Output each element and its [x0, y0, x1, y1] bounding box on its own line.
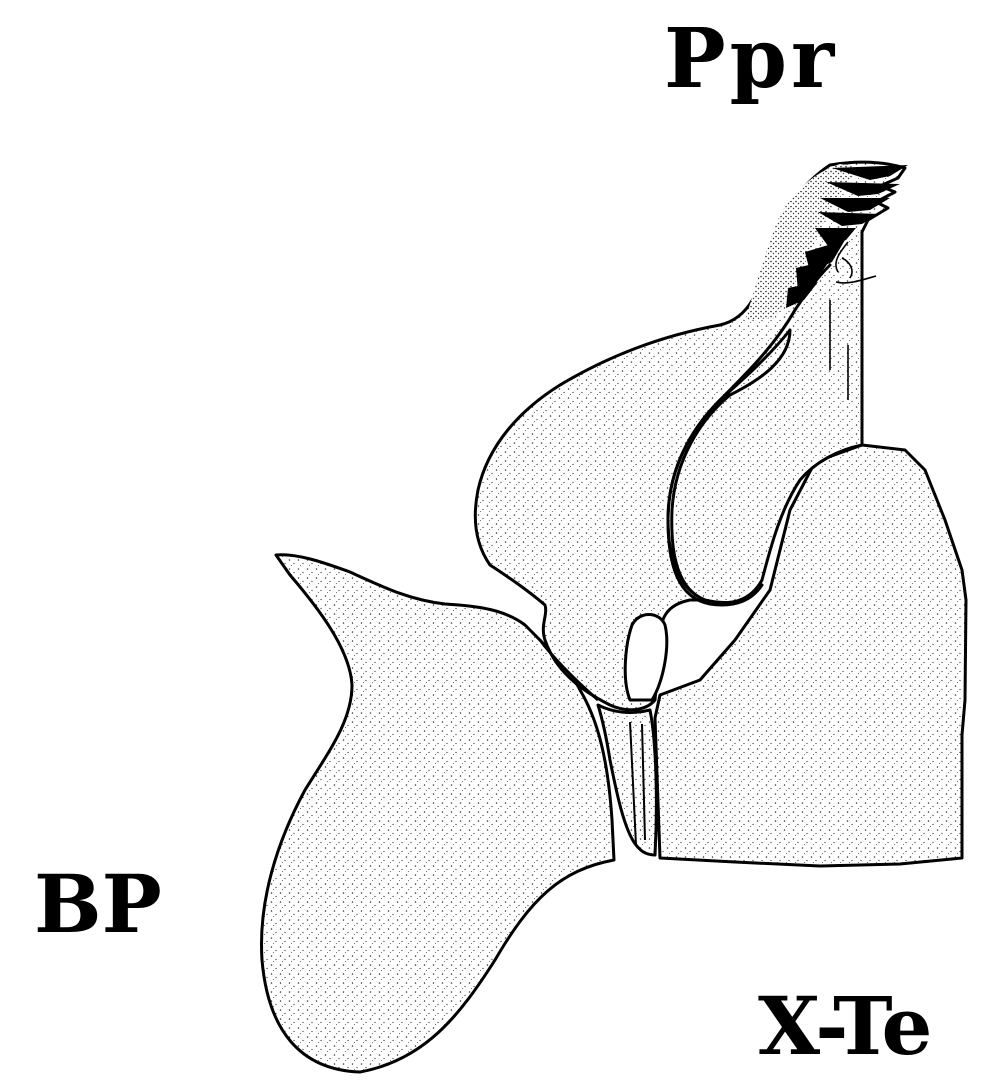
central-loop: [625, 614, 667, 700]
label-xte: X-Te: [758, 986, 930, 1066]
label-ppr: Ppr: [664, 18, 838, 100]
label-bp: BP: [34, 864, 162, 944]
